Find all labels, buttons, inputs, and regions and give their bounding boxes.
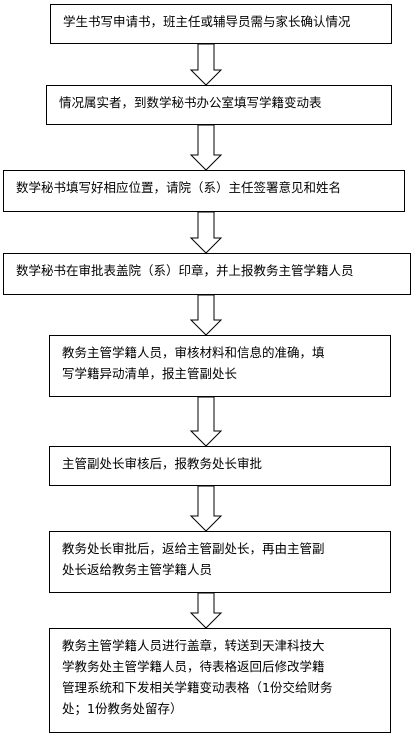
flow-step-3: 数学秘书填写好相应位置，请院（系）主任签署意见和姓名: [3, 170, 405, 212]
flow-step-6: 主管副处长审核后，报教务处长审批: [49, 446, 391, 486]
flow-arrow-down-icon: [189, 43, 223, 86]
flow-step-2: 情况属实者，到数学秘书办公室填写学籍变动表: [46, 85, 392, 125]
flow-step-1: 学生书写申请书，班主任或辅导员需与家长确认情况: [50, 4, 392, 44]
flow-arrow-down-icon: [189, 485, 223, 532]
flow-step-7: 教务处长审批后，返给主管副处长，再由主管副 处长返给教务主管学籍人员: [49, 531, 391, 593]
flow-arrow-down-icon: [189, 592, 223, 629]
flow-arrow-down-icon: [189, 294, 223, 336]
flow-arrow-down-icon: [189, 124, 223, 171]
flow-step-8: 教务主管学籍人员进行盖章，转送到天津科技大 学教务处主管学籍人员，待表格返回后修…: [49, 628, 391, 733]
flow-arrow-down-icon: [189, 396, 223, 447]
flow-arrow-down-icon: [189, 211, 223, 254]
flow-step-4: 数学秘书在审批表盖院（系）印章，并上报教务主管学籍人员: [3, 253, 411, 295]
flow-step-5: 教务主管学籍人员，审核材料和信息的准确，填 写学籍异动清单，报主管副处长: [49, 335, 391, 397]
